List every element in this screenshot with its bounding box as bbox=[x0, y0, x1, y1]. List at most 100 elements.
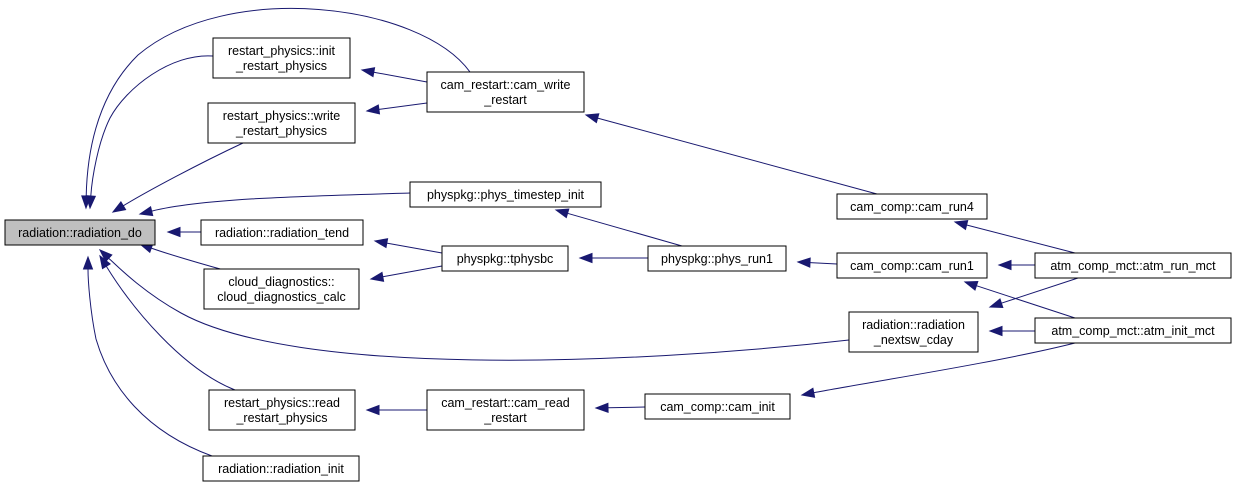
node-box bbox=[200, 219, 364, 246]
node-rad_tend[interactable]: radiation::radiation_tend bbox=[200, 219, 364, 246]
edge-line bbox=[966, 224, 1076, 254]
node-init_restart[interactable]: restart_physics::init_restart_physics bbox=[212, 37, 351, 79]
arrowhead-icon bbox=[82, 255, 94, 270]
node-box bbox=[212, 37, 351, 79]
edge-cam_init-to-cam_read_restart bbox=[594, 402, 646, 414]
node-label: cam_restart::cam_write bbox=[441, 78, 571, 92]
node-label: restart_physics::init bbox=[228, 44, 336, 58]
node-atm_run_mct[interactable]: atm_comp_mct::atm_run_mct bbox=[1034, 252, 1232, 279]
node-atm_init_mct[interactable]: atm_comp_mct::atm_init_mct bbox=[1034, 317, 1232, 344]
edge-line bbox=[108, 257, 850, 361]
node-box bbox=[409, 181, 602, 208]
node-rad_nextsw[interactable]: radiation::radiation_nextsw_cday bbox=[848, 311, 979, 353]
edges-layer bbox=[81, 8, 1079, 457]
edge-line bbox=[105, 265, 236, 391]
node-label: cam_comp::cam_init bbox=[660, 400, 775, 414]
node-rad_init[interactable]: radiation::radiation_init bbox=[202, 455, 360, 482]
arrowhead-icon bbox=[373, 238, 389, 249]
node-tphysbc[interactable]: physpkg::tphysbc bbox=[441, 245, 569, 272]
node-box bbox=[644, 393, 791, 420]
node-label: _restart bbox=[483, 93, 527, 107]
edge-line bbox=[123, 142, 244, 207]
arrowhead-icon bbox=[98, 249, 113, 263]
arrowhead-icon bbox=[584, 113, 600, 124]
edge-cam_read_restart-to-read_restart_phys bbox=[365, 404, 427, 416]
node-label: cam_comp::cam_run1 bbox=[850, 259, 974, 273]
edge-rad_tend-to-rad_do bbox=[166, 226, 201, 238]
node-box bbox=[836, 193, 988, 220]
arrowhead-icon bbox=[988, 325, 1003, 337]
node-label: _restart bbox=[483, 411, 527, 425]
edge-atm_run_mct-to-cam_run1 bbox=[997, 259, 1035, 271]
node-label: restart_physics::read bbox=[224, 396, 340, 410]
edge-line bbox=[1001, 277, 1079, 304]
edge-line bbox=[386, 242, 443, 254]
node-box bbox=[203, 268, 360, 310]
arrowhead-icon bbox=[988, 298, 1004, 309]
node-box bbox=[207, 102, 356, 144]
node-label: cloud_diagnostics:: bbox=[228, 275, 334, 289]
arrowhead-icon bbox=[99, 254, 111, 270]
node-label: restart_physics::write bbox=[223, 109, 340, 123]
edge-init_restart-to-rad_do bbox=[85, 55, 214, 210]
arrowhead-icon bbox=[365, 104, 381, 115]
node-label: radiation::radiation_init bbox=[218, 462, 344, 476]
arrowhead-icon bbox=[963, 280, 979, 291]
edge-phys_run1-to-phys_timestep_init bbox=[554, 208, 683, 247]
edge-tphysbc-to-rad_tend bbox=[373, 238, 443, 254]
node-box bbox=[208, 389, 356, 431]
node-phys_run1[interactable]: physpkg::phys_run1 bbox=[647, 245, 787, 272]
node-write_restart_phys[interactable]: restart_physics::write_restart_physics bbox=[207, 102, 356, 144]
node-label: _restart_physics bbox=[235, 124, 327, 138]
edge-atm_run_mct-to-cam_run4 bbox=[953, 220, 1076, 254]
node-box bbox=[426, 389, 585, 431]
arrowhead-icon bbox=[578, 252, 593, 264]
edge-line bbox=[87, 268, 213, 457]
node-cam_run1[interactable]: cam_comp::cam_run1 bbox=[836, 252, 988, 279]
node-label: atm_comp_mct::atm_init_mct bbox=[1051, 324, 1215, 338]
edge-atm_init_mct-to-cam_run1 bbox=[963, 280, 1076, 319]
arrowhead-icon bbox=[369, 271, 385, 282]
node-label: _restart_physics bbox=[235, 59, 327, 73]
node-read_restart_phys[interactable]: restart_physics::read_restart_physics bbox=[208, 389, 356, 431]
edge-cam_write_restart-to-rad_do bbox=[81, 8, 471, 210]
node-cam_write_restart[interactable]: cam_restart::cam_write_restart bbox=[426, 71, 585, 113]
node-label: physpkg::tphysbc bbox=[457, 252, 554, 266]
node-box bbox=[441, 245, 569, 272]
edge-cam_write_restart-to-init_restart bbox=[360, 67, 428, 83]
edge-line bbox=[90, 55, 214, 197]
edge-phys_timestep_init-to-rad_do bbox=[138, 192, 411, 217]
node-box bbox=[4, 219, 156, 246]
edge-line bbox=[373, 71, 428, 83]
arrowhead-icon bbox=[796, 257, 811, 268]
edge-line bbox=[151, 192, 411, 212]
edge-rad_nextsw-to-rad_do bbox=[98, 249, 850, 361]
node-label: physpkg::phys_run1 bbox=[661, 252, 773, 266]
node-label: cam_comp::cam_run4 bbox=[850, 200, 974, 214]
node-label: physpkg::phys_timestep_init bbox=[427, 188, 585, 202]
node-cam_run4[interactable]: cam_comp::cam_run4 bbox=[836, 193, 988, 220]
node-cam_read_restart[interactable]: cam_restart::cam_read_restart bbox=[426, 389, 585, 431]
node-phys_timestep_init[interactable]: physpkg::phys_timestep_init bbox=[409, 181, 602, 208]
arrowhead-icon bbox=[800, 387, 816, 398]
node-cam_init[interactable]: cam_comp::cam_init bbox=[644, 393, 791, 420]
edge-atm_init_mct-to-cam_init bbox=[800, 342, 1076, 398]
edge-line bbox=[597, 117, 878, 195]
edge-write_restart_phys-to-rad_do bbox=[111, 142, 244, 213]
node-label: cloud_diagnostics_calc bbox=[217, 290, 346, 304]
arrowhead-icon bbox=[554, 208, 570, 219]
edge-line bbox=[567, 212, 683, 247]
node-box bbox=[1034, 252, 1232, 279]
edge-cam_write_restart-to-write_restart_phys bbox=[365, 102, 428, 115]
arrowhead-icon bbox=[365, 404, 380, 416]
arrowhead-icon bbox=[166, 226, 181, 238]
edge-line bbox=[813, 342, 1076, 394]
node-box bbox=[202, 455, 360, 482]
node-box bbox=[426, 71, 585, 113]
edge-atm_run_mct-to-rad_nextsw bbox=[988, 277, 1079, 309]
node-cloud_diag[interactable]: cloud_diagnostics::cloud_diagnostics_cal… bbox=[203, 268, 360, 310]
edge-line bbox=[809, 262, 838, 265]
node-box bbox=[848, 311, 979, 353]
node-rad_do[interactable]: radiation::radiation_do bbox=[4, 219, 156, 246]
